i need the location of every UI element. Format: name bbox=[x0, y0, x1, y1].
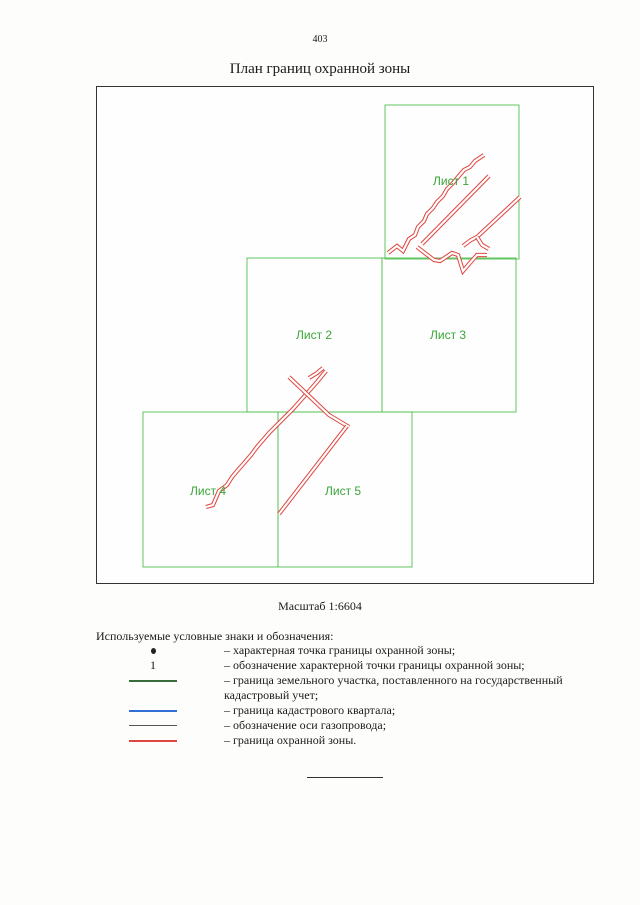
point-number-sample: 1 bbox=[150, 658, 156, 672]
legend-item-gas-pipeline-axis: – обозначение оси газопровода; bbox=[96, 718, 616, 733]
legend-item-cadastral-quarter: – граница кадастрового квартала; bbox=[96, 703, 616, 718]
sheet-1-label: Лист 1 bbox=[433, 174, 469, 188]
legend-item-characteristic-point: – характерная точка границы охранной зон… bbox=[96, 643, 616, 658]
plan-title: План границ охранной зоны bbox=[229, 61, 411, 77]
legend-item-land-plot: – граница земельного участка, поставленн… bbox=[96, 673, 616, 703]
sheet-4-label: Лист 4 bbox=[190, 484, 226, 498]
scale-label: Масштаб 1:6604 bbox=[278, 599, 362, 613]
page-number: 403 bbox=[312, 34, 328, 45]
protection-zone-sheet-1 bbox=[386, 153, 522, 276]
legend-title: Используемые условные знаки и обозначени… bbox=[96, 629, 334, 643]
characteristic-point-icon bbox=[128, 643, 178, 658]
footer-rule bbox=[307, 777, 383, 778]
legend: – характерная точка границы охранной зон… bbox=[96, 643, 616, 748]
sheet-2-label: Лист 2 bbox=[296, 328, 332, 342]
cadastral-quarter-line-icon bbox=[128, 703, 178, 718]
legend-item-text: – обозначение характерной точки границы … bbox=[224, 658, 525, 672]
sheet-1-boundary[interactable] bbox=[384, 104, 520, 260]
legend-item-text: – граница охранной зоны. bbox=[224, 733, 357, 747]
sheet-5-label: Лист 5 bbox=[325, 484, 361, 498]
map-canvas: Лист 1 Лист 2 Лист 3 Лист 4 Лист 5 bbox=[142, 104, 522, 568]
legend-item-text: – граница кадастрового квартала; bbox=[224, 703, 396, 717]
legend-item-text: – характерная точка границы охранной зон… bbox=[224, 643, 456, 657]
protection-zone-sheet-2-4 bbox=[205, 366, 351, 516]
protection-zone-line-icon bbox=[128, 733, 178, 748]
legend-item-protection-zone: – граница охранной зоны. bbox=[96, 733, 616, 748]
protection-zone bbox=[205, 153, 522, 516]
sheet-3-label: Лист 3 bbox=[430, 328, 466, 342]
legend-item-text: – обозначение оси газопровода; bbox=[224, 718, 387, 732]
point-number-symbol: 1 bbox=[128, 658, 178, 673]
land-plot-line-icon bbox=[128, 673, 178, 688]
map-frame[interactable]: Лист 1 Лист 2 Лист 3 Лист 4 Лист 5 bbox=[96, 86, 594, 584]
gas-pipeline-axis-line-icon bbox=[128, 718, 178, 733]
sheet-3-boundary[interactable] bbox=[381, 257, 517, 413]
legend-item-point-number: 1 – обозначение характерной точки границ… bbox=[96, 658, 616, 673]
legend-item-text: – граница земельного участка, поставленн… bbox=[224, 673, 563, 702]
sheet-5-boundary[interactable] bbox=[277, 411, 413, 568]
